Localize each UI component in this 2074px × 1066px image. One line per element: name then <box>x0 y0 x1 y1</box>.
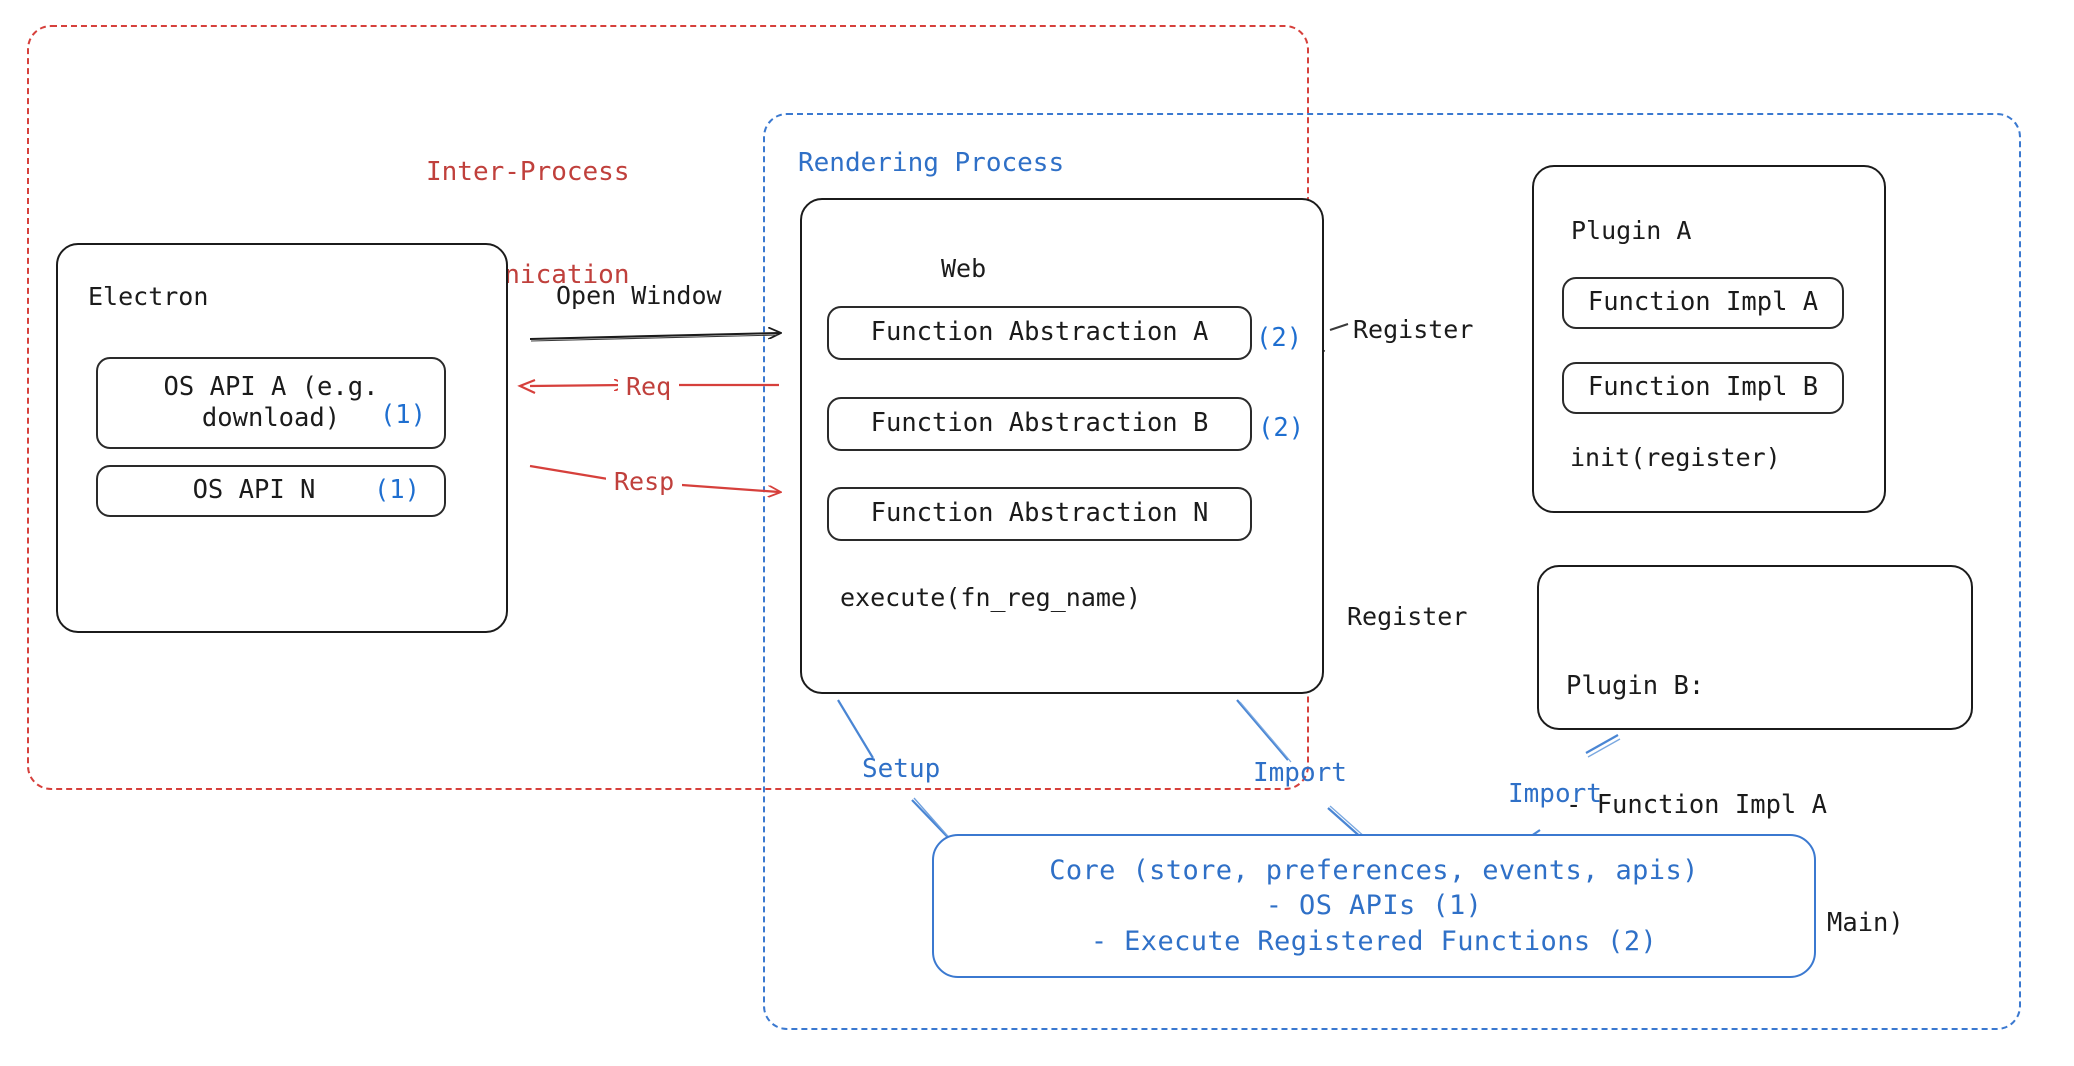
plugin-a-init-method: init(register) <box>1570 443 1781 472</box>
function-abstraction-n-box[interactable]: Function Abstraction N <box>827 487 1252 541</box>
resp-label: Resp <box>606 465 683 498</box>
register-plugin-b-label: Register <box>1347 602 1468 631</box>
plugin-b-box[interactable] <box>1537 565 1973 730</box>
function-abstraction-n-label: Function Abstraction N <box>870 498 1209 529</box>
web-title: Web <box>941 254 987 283</box>
os-api-n-note: (1) <box>373 475 420 506</box>
electron-title: Electron <box>88 282 209 311</box>
os-api-n-label: OS API N <box>192 475 316 506</box>
req-label: Req <box>618 370 680 403</box>
function-abstraction-b-box[interactable]: Function Abstraction B <box>827 397 1252 451</box>
ipc-label: Inter-Process Communication <box>426 86 726 361</box>
rendering-process-label: Rendering Process <box>798 148 1065 178</box>
plugin-a-box[interactable] <box>1532 165 1886 513</box>
plugin-b-title: Plugin B: <box>1566 671 1705 702</box>
os-api-a-note: (1) <box>379 399 426 430</box>
function-abstraction-a-note: (2) <box>1256 323 1303 353</box>
os-api-a-box[interactable]: OS API A (e.g. download) (1) <box>96 357 446 449</box>
core-box[interactable]: Core (store, preferences, events, apis) … <box>932 834 1816 978</box>
core-line-1: Core (store, preferences, events, apis) <box>1049 854 1699 886</box>
rendering-process-boundary <box>763 113 2021 1030</box>
core-line-3: - Execute Registered Functions (2) <box>1090 925 1658 957</box>
import-plugin-b-label: Import <box>1508 779 1602 809</box>
os-api-a-label: OS API A (e.g. download) <box>163 371 379 433</box>
function-impl-b-box[interactable]: Function Impl B <box>1562 362 1844 414</box>
setup-label: Setup <box>862 754 941 784</box>
plugin-a-title: Plugin A <box>1571 216 1692 245</box>
open-window-label: Open Window <box>556 281 722 310</box>
core-line-2: - OS APIs (1) <box>1265 890 1483 922</box>
function-impl-b-label: Function Impl B <box>1587 372 1819 403</box>
function-abstraction-a-box[interactable]: Function Abstraction A <box>827 306 1252 360</box>
web-execute-method: execute(fn_reg_name) <box>840 583 1142 612</box>
function-abstraction-b-label: Function Abstraction B <box>870 408 1209 439</box>
function-abstraction-b-note: (2) <box>1258 413 1305 443</box>
function-impl-a-box[interactable]: Function Impl A <box>1562 277 1844 329</box>
function-abstraction-a-label: Function Abstraction A <box>870 317 1209 348</box>
ipc-label-line1: Inter-Process <box>426 156 630 187</box>
import-web-label: Import <box>1253 758 1347 788</box>
os-api-n-box[interactable]: OS API N (1) <box>96 465 446 517</box>
function-impl-a-label: Function Impl A <box>1587 287 1819 318</box>
plugin-b-item-function-impl-a: - Function Impl A <box>1566 789 1827 820</box>
register-plugin-a-label: Register <box>1353 315 1474 344</box>
